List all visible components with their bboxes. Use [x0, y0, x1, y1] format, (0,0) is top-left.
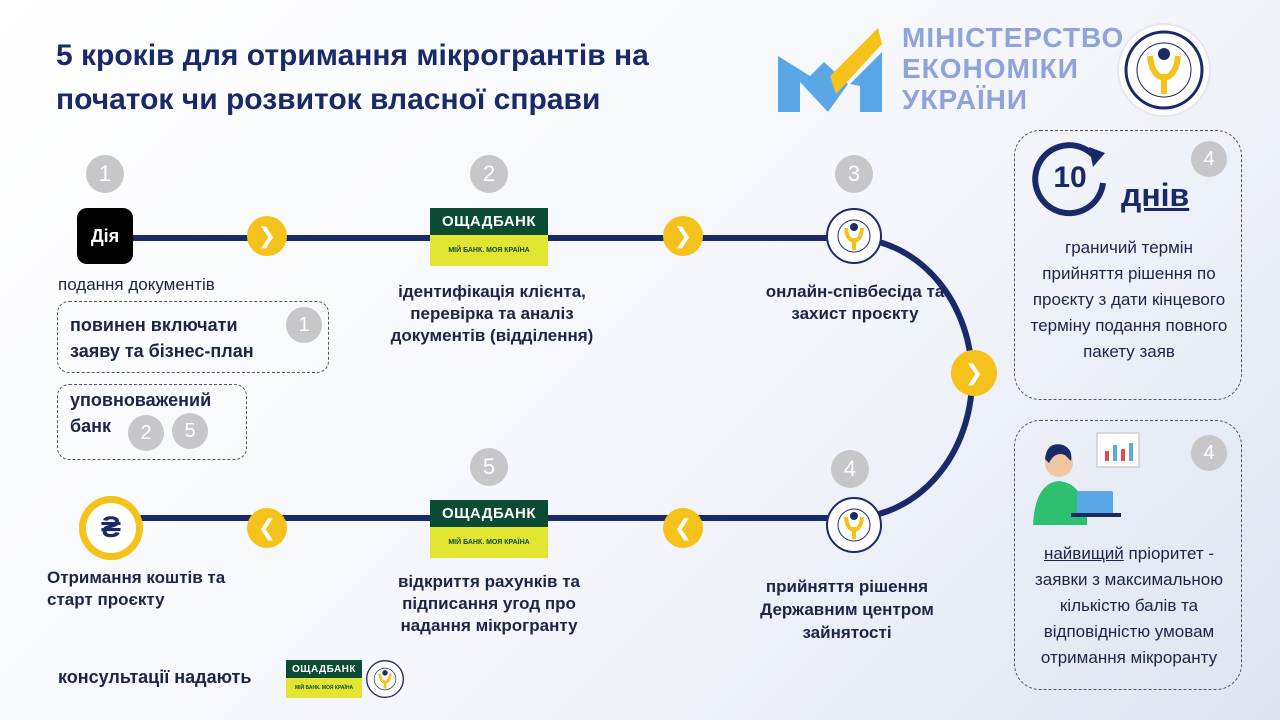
- priority-highlight: найвищий: [1043, 544, 1124, 563]
- hryvnia-icon: ₴: [79, 496, 143, 560]
- deadline-text: граничий термін прийняття рішення по про…: [1030, 238, 1228, 361]
- info-card-priority: 4 найвищий пріоритет - заявки з максимал…: [1014, 420, 1242, 690]
- note-bank-badge-5: 5: [172, 413, 208, 449]
- step-3-label: онлайн-співбесіда та захист проєкту: [765, 282, 945, 323]
- flow-arrow-right-icon: ❯: [663, 216, 703, 256]
- note-bank-box: уповноважений банк 2 5: [57, 384, 247, 460]
- countdown-icon: [1032, 142, 1106, 217]
- note-bank-text: уповноважений банк: [70, 387, 246, 439]
- oschadbank-logo: ОЩАДБАНК МІЙ БАНК. МОЯ КРАЇНА: [430, 500, 548, 558]
- note-application-badge: 1: [286, 307, 322, 343]
- flow-arrow-left-icon: ❮: [663, 508, 703, 548]
- oschadbank-slogan: МІЙ БАНК. МОЯ КРАЇНА: [286, 678, 362, 698]
- step-2-number: 2: [470, 155, 508, 193]
- info-card-deadline-badge: 4: [1191, 141, 1227, 177]
- note-bank-badge-2: 2: [128, 415, 164, 451]
- diia-logo: Дія: [77, 208, 133, 264]
- oschadbank-logo-small: ОЩАДБАНК МІЙ БАНК. МОЯ КРАЇНА: [286, 660, 362, 698]
- diia-logo-label: Дія: [90, 225, 120, 246]
- note-bank-text-value: уповноважений банк: [70, 390, 212, 436]
- hryvnia-inner: ₴: [86, 503, 136, 553]
- step-4-number: 4: [831, 450, 869, 488]
- employment-service-emblem-icon: [366, 660, 404, 698]
- person-laptop-icon: [1033, 432, 1140, 525]
- step-2-label: ідентифікація клієнта, перевірка та анал…: [390, 282, 594, 345]
- info-card-deadline: 4 10 днів граничий термін прийняття ріше…: [1014, 130, 1242, 400]
- step-5-label: відкриття рахунків та підписання угод пр…: [397, 572, 580, 635]
- employment-service-emblem-icon: [1117, 23, 1211, 117]
- priority-body: пріоритет - заявки з максимальною кількі…: [1035, 544, 1223, 667]
- final-step-label: Отримання коштів та старт проєкту: [47, 568, 226, 609]
- consult-label: консультації надають: [58, 667, 252, 687]
- step-1-number: 1: [86, 155, 124, 193]
- note-application-box: повинен включати заяву та бізнес-план 1: [57, 301, 329, 373]
- step-3-number: 3: [835, 155, 873, 193]
- hryvnia-symbol: ₴: [100, 511, 121, 544]
- flow-arrow-left-icon: ❮: [247, 508, 287, 548]
- step-5-number: 5: [470, 448, 508, 486]
- ministry-logo-icon: [778, 28, 882, 112]
- note-application-text: повинен включати заяву та бізнес-план: [70, 315, 254, 361]
- ministry-name: МІНІСТЕРСТВО ЕКОНОМІКИ УКРАЇНИ: [902, 22, 1124, 115]
- flow-arrow-down-icon: ❯: [951, 350, 997, 396]
- step-4-label: прийняття рішення Державним центром зайн…: [760, 577, 934, 642]
- step-1-label: подання документів: [58, 275, 215, 294]
- oschadbank-name: ОЩАДБАНК: [286, 660, 362, 678]
- oschadbank-name: ОЩАДБАНК: [430, 500, 548, 527]
- ministry-line-1: МІНІСТЕРСТВО: [902, 22, 1125, 53]
- oschadbank-slogan: МІЙ БАНК. МОЯ КРАЇНА: [430, 235, 548, 266]
- info-card-priority-badge: 4: [1191, 435, 1227, 471]
- page-title: 5 кроків для отримання мікрогрантів на п…: [56, 39, 649, 116]
- ministry-line-2: ЕКОНОМІКИ: [902, 53, 1079, 84]
- flow-arrow-right-icon: ❯: [247, 216, 287, 256]
- oschadbank-name: ОЩАДБАНК: [430, 208, 548, 235]
- deadline-number: 10: [1053, 161, 1087, 194]
- employment-service-emblem-icon: [826, 208, 882, 264]
- oschadbank-logo: ОЩАДБАНК МІЙ БАНК. МОЯ КРАЇНА: [430, 208, 548, 266]
- deadline-unit: днів: [1121, 177, 1190, 213]
- oschadbank-slogan: МІЙ БАНК. МОЯ КРАЇНА: [430, 527, 548, 558]
- ministry-line-3: УКРАЇНИ: [902, 84, 1029, 115]
- employment-service-emblem-icon: [826, 497, 882, 553]
- priority-text: найвищий пріоритет - заявки з максимальн…: [1021, 541, 1237, 671]
